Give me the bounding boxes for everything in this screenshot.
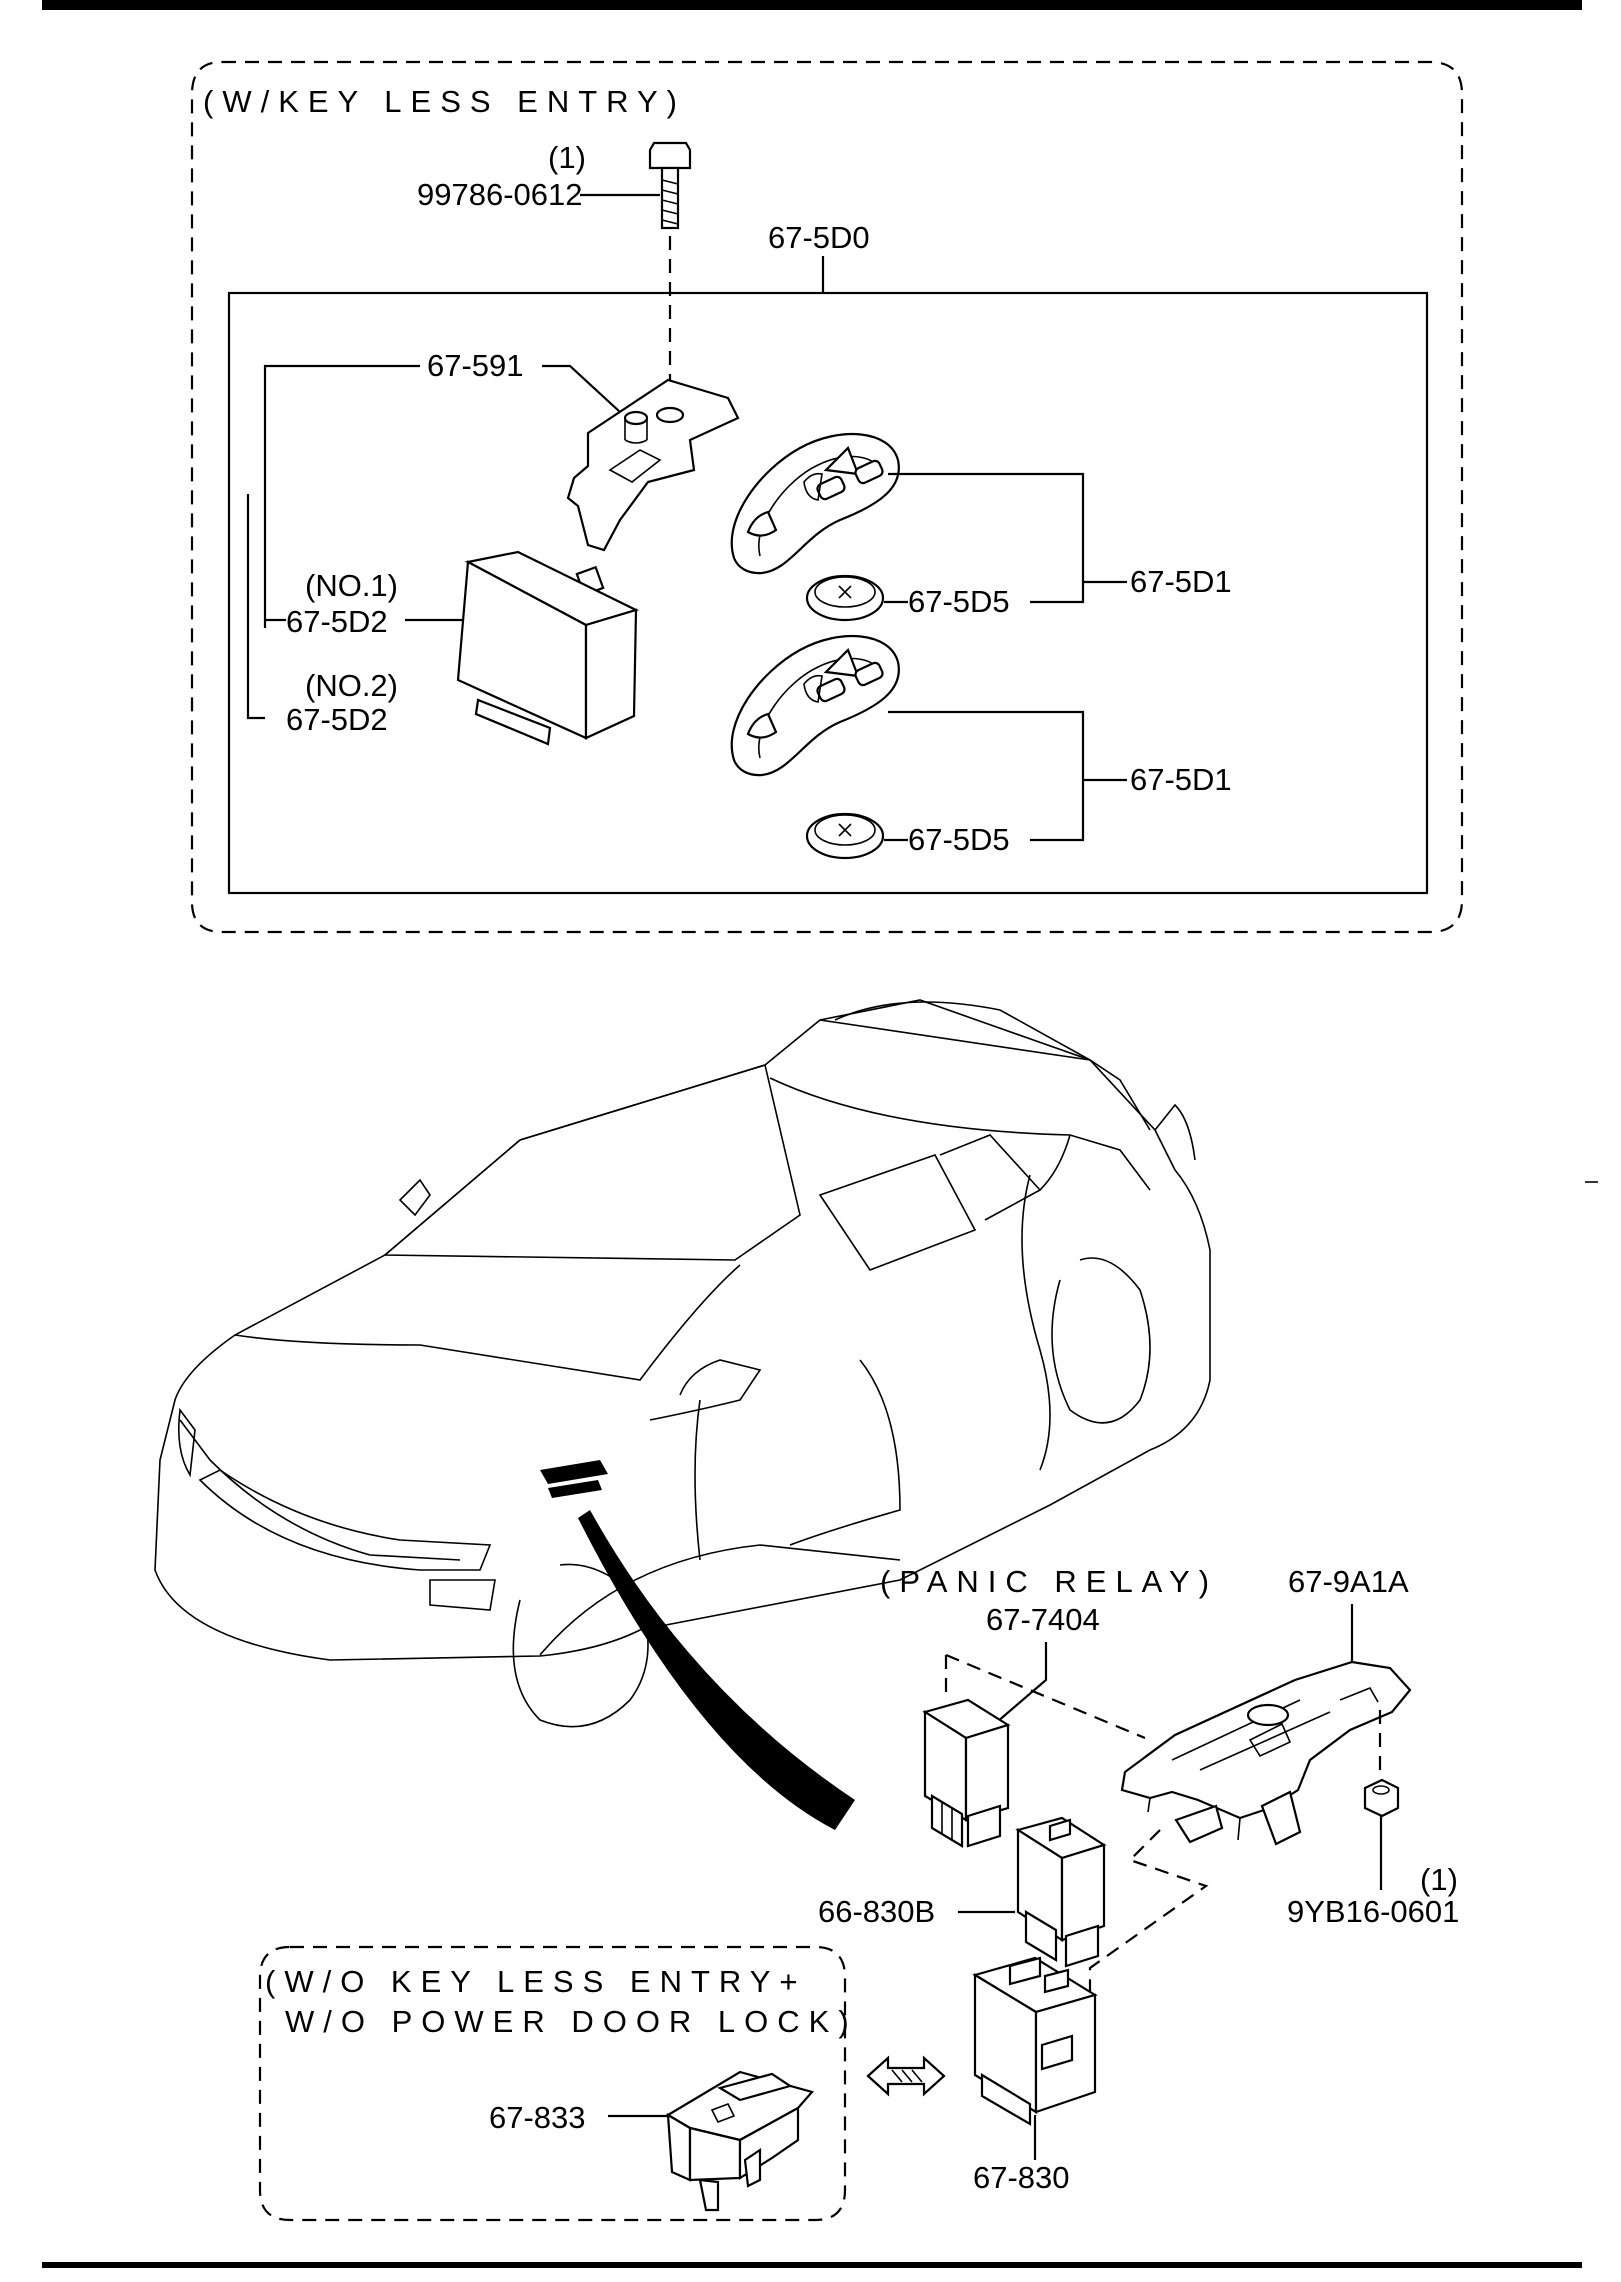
unit-no1-callout: 67-5D2 <box>286 604 388 639</box>
battery-a <box>805 574 885 622</box>
interchange-arrow-icon <box>866 2055 946 2097</box>
keyless-group-frame <box>190 60 1464 934</box>
keyless-group-label: (W/KEY LESS ENTRY) <box>203 84 686 119</box>
bracket-67-591 <box>566 378 740 597</box>
fuse-block-callout: 67-833 <box>489 2100 586 2135</box>
relay-67-830-callout: 67-830 <box>973 2160 1070 2195</box>
battery-b-callout: 67-5D5 <box>908 822 1010 857</box>
top-rule <box>42 0 1582 10</box>
fuse-block-part <box>665 2070 814 2212</box>
transmitter-a-callout: 67-5D1 <box>1130 564 1232 599</box>
panic-relay-part <box>922 1698 1011 1848</box>
kit-frame <box>227 291 1429 895</box>
relay-bracket-part <box>1120 1660 1412 1846</box>
bracket-callout: 67-591 <box>427 348 524 383</box>
nut-callout: 9YB16-0601 <box>1287 1894 1459 1929</box>
bolt-qty: (1) <box>548 140 586 175</box>
no-keyless-label-line2: W/O POWER DOOR LOCK) <box>285 2004 858 2039</box>
battery-a-callout: 67-5D5 <box>908 584 1010 619</box>
vehicle-illustration <box>154 999 1211 1728</box>
battery-b <box>805 812 885 860</box>
transmitter-b-callout: 67-5D1 <box>1130 762 1232 797</box>
relay-location-marker <box>540 1460 855 1830</box>
nut-part <box>1363 1778 1400 1818</box>
relay-bracket-callout: 67-9A1A <box>1288 1564 1409 1599</box>
transmitter-b <box>730 634 900 777</box>
kit-callout: 67-5D0 <box>768 220 870 255</box>
transmitter-a <box>730 432 900 575</box>
relay-67-830-part <box>972 1956 1098 2126</box>
keyless-control-unit <box>456 550 639 746</box>
panic-relay-callout: 67-7404 <box>986 1602 1100 1637</box>
nut-qty: (1) <box>1420 1862 1458 1897</box>
bolt-callout: 99786-0612 <box>417 177 583 212</box>
panic-relay-label: (PANIC RELAY) <box>880 1564 1218 1599</box>
unit-no2-qualifier: (NO.2) <box>305 668 398 703</box>
no-keyless-group-frame <box>258 1945 847 2222</box>
bottom-rule <box>42 2262 1582 2268</box>
unit-no1-qualifier: (NO.1) <box>305 568 398 603</box>
unit-no2-callout: 67-5D2 <box>286 702 388 737</box>
no-keyless-label-line1: (W/O KEY LESS ENTRY+ <box>265 1964 807 1999</box>
relay-66-830B-callout: 66-830B <box>818 1894 935 1929</box>
relay-66-830B-part <box>1015 1816 1107 1968</box>
